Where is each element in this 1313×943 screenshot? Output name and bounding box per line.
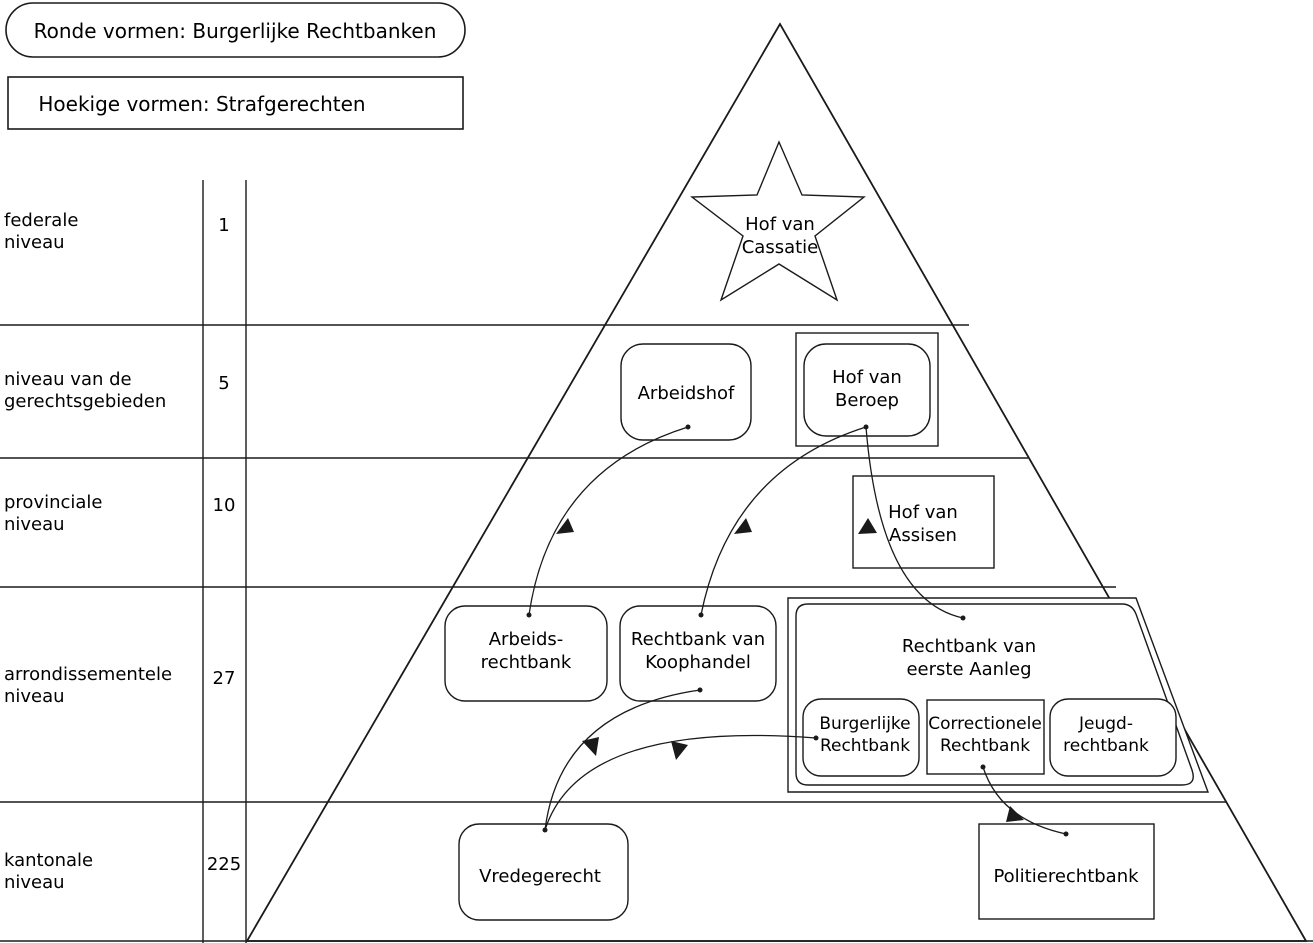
level-count-gerechtsgebieden: 5 (218, 373, 229, 394)
court-jeugdrechtbank: Jeugd-rechtbank (1049, 698, 1177, 777)
court-vredegerecht: Vredegerecht (458, 823, 629, 921)
level-count-arrondissementeel: 27 (213, 668, 236, 689)
svg-text:Politierechtbank: Politierechtbank (993, 866, 1139, 887)
svg-text:Arbeidshof: Arbeidshof (638, 383, 735, 404)
arrow-icon (858, 518, 877, 534)
connector-koophandel-beroep (700, 426, 867, 616)
svg-text:Vredegerecht: Vredegerecht (479, 866, 601, 887)
court-politierechtbank: Politierechtbank (978, 823, 1155, 920)
legend-angular-box (7, 76, 464, 130)
level-table-grid (0, 180, 1313, 943)
connector-eerste-aanleg-beroep (865, 426, 964, 619)
appeal-connectors (528, 426, 1067, 835)
arrow-icon (734, 518, 752, 534)
arrow-icon (671, 741, 688, 760)
legend-round-box (5, 2, 466, 58)
court-arbeidsrechtbank: Arbeids-rechtbank (444, 605, 608, 702)
arrow-icon (556, 518, 574, 534)
legend: Ronde vormen: Burgerlijke Rechtbanken Ho… (5, 2, 466, 130)
svg-text:Arbeids-rechtbank: Arbeids-rechtbank (481, 629, 572, 673)
court-arbeidshof: Arbeidshof (620, 343, 752, 441)
connector-vredegerecht-koophandel (544, 689, 701, 831)
legend-round-text: Ronde vormen: Burgerlijke Rechtbanken (34, 19, 437, 43)
level-count-provinciaal: 10 (213, 495, 236, 516)
pyramid-outline (245, 22, 1308, 942)
svg-text:Jeugd-rechtbank: Jeugd-rechtbank (1063, 714, 1149, 756)
arrowheads (556, 518, 1024, 822)
connector-arbeidsrechtbank-arbeidshof (528, 426, 689, 616)
connector-dots (526, 424, 1069, 837)
level-count-kantonaal: 225 (207, 854, 241, 875)
star-shape (690, 140, 866, 302)
legend-angular-text: Hoekige vormen: Strafgerechten (38, 92, 365, 116)
connector-vredegerecht-burgerlijke (544, 734, 817, 831)
level-count-federal: 1 (218, 215, 229, 236)
arrow-icon (1006, 806, 1024, 822)
arrow-icon (582, 737, 599, 756)
